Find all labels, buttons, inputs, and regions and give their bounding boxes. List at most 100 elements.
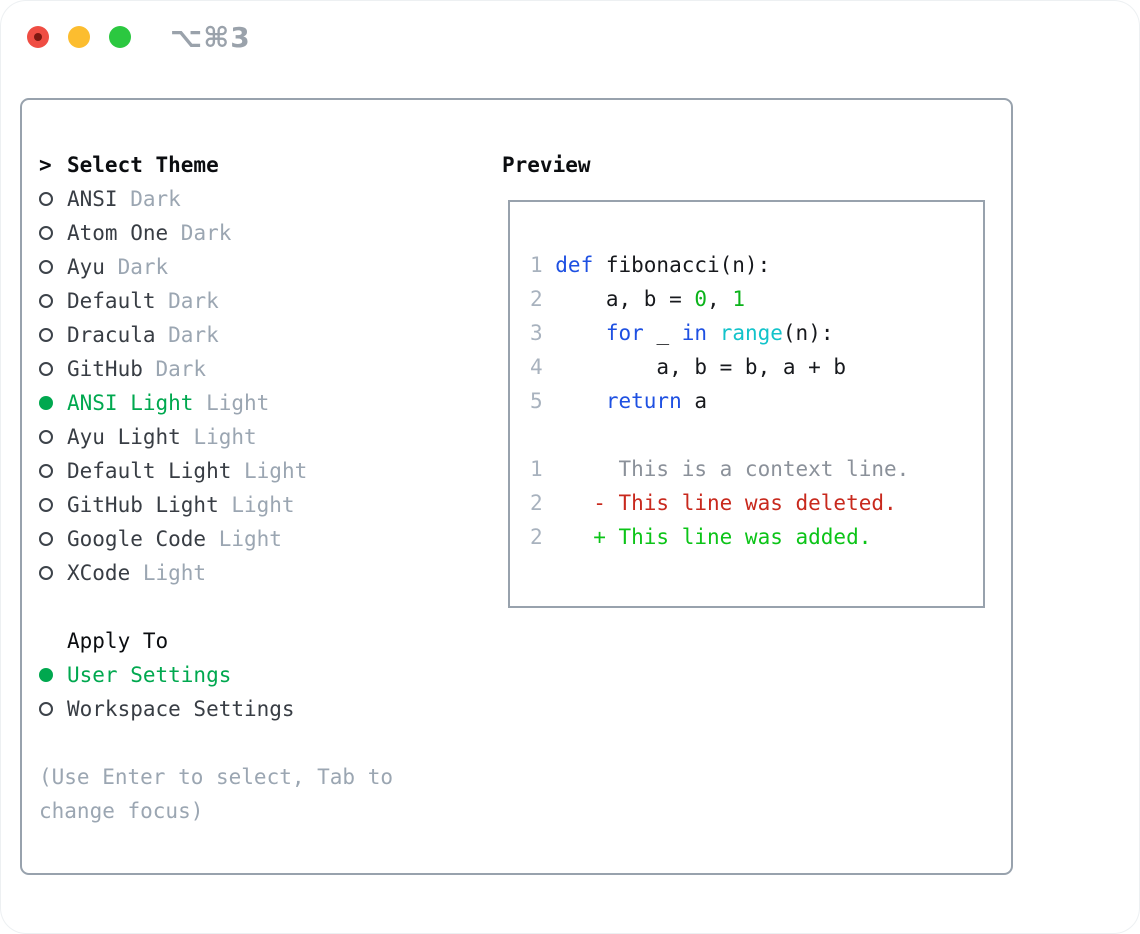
code-token-keyword: for <box>605 321 644 345</box>
focus-caret-icon: > <box>39 153 52 177</box>
code-line: 4 a, b = b, a + b <box>530 350 965 384</box>
zoom-button[interactable] <box>109 26 131 48</box>
code-token-number: 0 <box>694 287 708 311</box>
hint-text: (Use Enter to select, Tab to change focu… <box>39 765 394 823</box>
code-token-plain <box>707 321 720 345</box>
apply-option-user-settings[interactable]: User Settings <box>39 658 479 692</box>
item-label: Atom One <box>67 221 169 245</box>
radio-icon <box>39 328 53 342</box>
code-token-plain: , <box>707 287 733 311</box>
line-number: 2 <box>530 287 543 311</box>
code-token-builtin: range <box>719 321 783 345</box>
code-line: 2 a, b = 0, 1 <box>530 282 965 316</box>
line-number: 1 <box>530 457 543 481</box>
theme-item-default[interactable]: Default Dark <box>39 284 479 318</box>
variant-label: Light <box>193 391 270 415</box>
variant-label: Light <box>130 561 207 585</box>
marker-cell <box>39 566 67 580</box>
marker-cell <box>39 362 67 376</box>
radio-icon <box>39 430 53 444</box>
variant-label: Light <box>206 527 282 551</box>
select-theme-header-row: > Select Theme <box>39 148 479 182</box>
code-line: 2 + This line was added. <box>530 520 965 554</box>
code-token-keyword: in <box>681 321 708 345</box>
code-token-number: 1 <box>732 287 745 311</box>
variant-label: Light <box>180 425 257 449</box>
line-number: 5 <box>530 389 543 413</box>
apply-option-workspace-settings[interactable]: Workspace Settings <box>39 692 479 726</box>
variant-label: Dark <box>155 289 219 313</box>
code-token-keyword: def <box>555 253 594 277</box>
radio-icon <box>39 294 53 308</box>
code-line: 1 def fibonacci(n): <box>530 248 965 282</box>
line-number: 2 <box>530 491 543 515</box>
code-token-plain: (n): <box>782 321 834 345</box>
variant-label: Light <box>218 493 295 517</box>
code-token-plain: fibonacci(n): <box>593 253 771 277</box>
code-token-plain: a, b = <box>555 287 695 311</box>
item-label: Ayu <box>67 255 105 279</box>
line-number: 3 <box>530 321 543 345</box>
theme-item-ayu-light[interactable]: Ayu Light Light <box>39 420 479 454</box>
radio-icon <box>39 362 53 376</box>
code-token-deleted: - This line was deleted. <box>555 491 897 515</box>
radio-icon <box>39 532 53 546</box>
code-line: 1 This is a context line. <box>530 452 965 486</box>
code-token-added: + This line was added. <box>555 525 872 549</box>
item-label: GitHub Light <box>67 493 219 517</box>
item-label: GitHub <box>67 357 143 381</box>
theme-item-google-code[interactable]: Google Code Light <box>39 522 479 556</box>
item-label: Default <box>67 289 156 313</box>
theme-item-github[interactable]: GitHub Dark <box>39 352 479 386</box>
item-label: Google Code <box>67 527 207 551</box>
theme-item-github-light[interactable]: GitHub Light Light <box>39 488 479 522</box>
item-label: Ayu Light <box>67 425 181 449</box>
theme-item-xcode[interactable]: XCode Light <box>39 556 479 590</box>
radio-icon <box>39 566 53 580</box>
line-number: 1 <box>530 253 543 277</box>
minimize-button[interactable] <box>68 26 90 48</box>
variant-label: Dark <box>117 187 181 211</box>
code-token-keyword: return <box>605 389 682 413</box>
theme-item-dracula[interactable]: Dracula Dark <box>39 318 479 352</box>
radio-selected-icon <box>39 396 53 410</box>
marker-cell <box>39 464 67 478</box>
code-token-plain: _ <box>643 321 682 345</box>
item-label: XCode <box>67 561 131 585</box>
close-button[interactable] <box>27 26 49 48</box>
marker-cell <box>39 430 67 444</box>
line-number: 2 <box>530 525 543 549</box>
theme-item-ayu[interactable]: Ayu Dark <box>39 250 479 284</box>
marker-cell <box>39 498 67 512</box>
item-label: ANSI <box>67 187 118 211</box>
theme-item-default-light[interactable]: Default Light Light <box>39 454 479 488</box>
theme-item-atom-one[interactable]: Atom One Dark <box>39 216 479 250</box>
variant-label: Dark <box>168 221 232 245</box>
radio-icon <box>39 464 53 478</box>
apply-to-header-row: Apply To <box>39 624 479 658</box>
code-token-plain: a <box>681 389 708 413</box>
marker-cell <box>39 532 67 546</box>
variant-label: Dark <box>104 255 169 279</box>
item-label: Default Light <box>67 459 232 483</box>
item-label: User Settings <box>67 663 232 687</box>
marker-cell <box>39 226 67 240</box>
code-line: 2 - This line was deleted. <box>530 486 965 520</box>
code-line <box>530 418 965 452</box>
marker-cell <box>39 294 67 308</box>
variant-label: Dark <box>142 357 207 381</box>
code-token-plain: a, b = b, a + b <box>555 355 847 379</box>
theme-item-ansi[interactable]: ANSI Dark <box>39 182 479 216</box>
radio-icon <box>39 702 53 716</box>
marker-cell <box>39 328 67 342</box>
code-token-plain <box>555 321 606 345</box>
window-shortcut-label: ⌥⌘3 <box>170 20 251 54</box>
theme-item-ansi-light[interactable]: ANSI Light Light <box>39 386 479 420</box>
line-number: 4 <box>530 355 543 379</box>
code-block: 1 def fibonacci(n): 2 a, b = 0, 1 3 for _ i… <box>530 248 965 554</box>
